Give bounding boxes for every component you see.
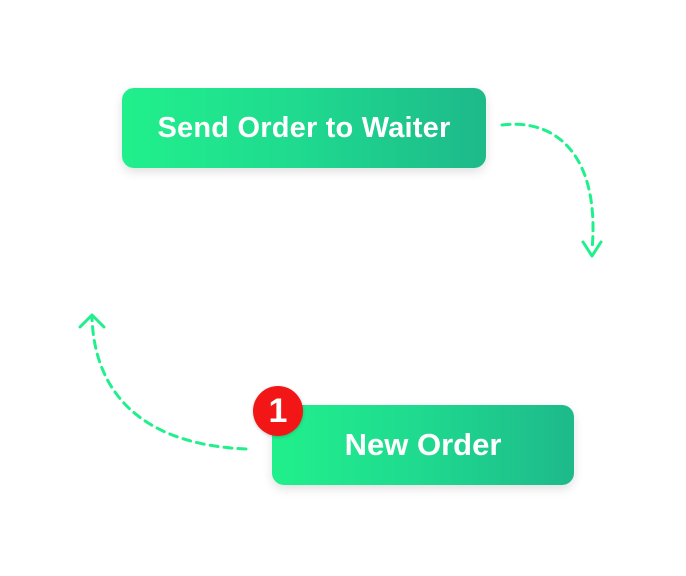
send-order-to-waiter-button[interactable]: Send Order to Waiter bbox=[122, 88, 486, 168]
arrow-new-to-send bbox=[90, 316, 248, 451]
new-order-button[interactable]: New Order bbox=[272, 405, 574, 485]
send-order-label: Send Order to Waiter bbox=[157, 111, 451, 144]
new-order-label: New Order bbox=[344, 427, 502, 462]
notification-badge: 1 bbox=[253, 386, 303, 436]
badge-count: 1 bbox=[268, 391, 288, 430]
arrowhead-down-icon bbox=[581, 240, 603, 258]
arrowhead-up-icon bbox=[78, 313, 106, 329]
arrow-send-to-new bbox=[500, 122, 595, 252]
